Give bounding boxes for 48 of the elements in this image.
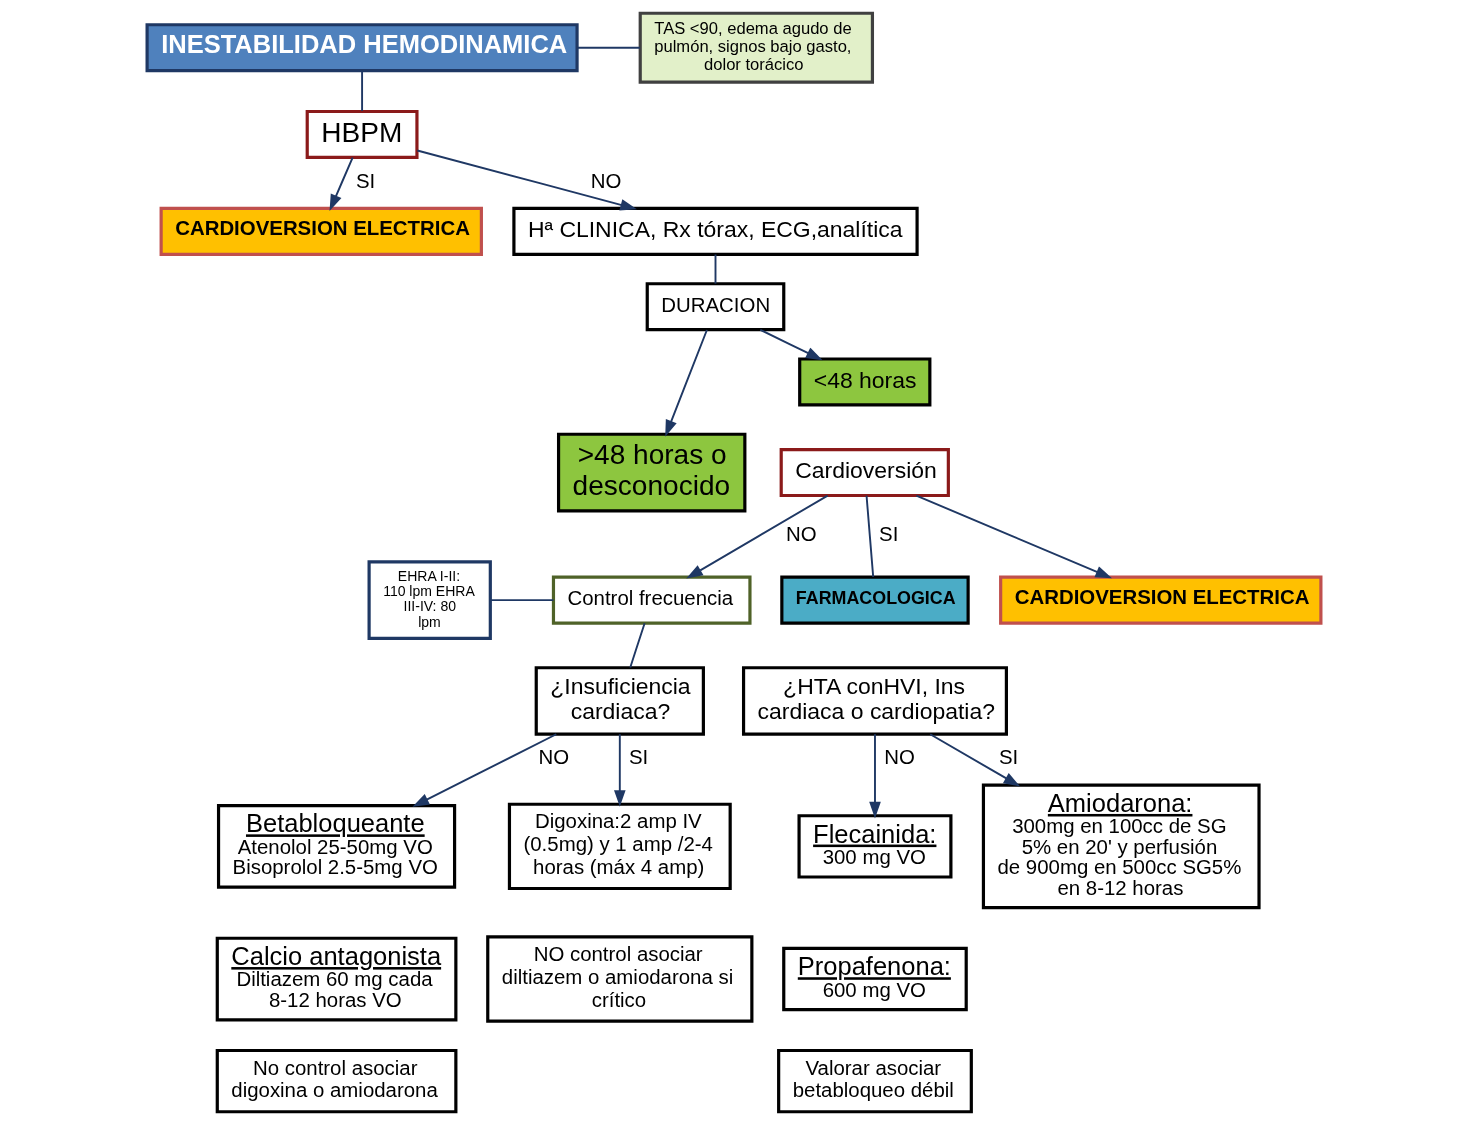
node-box: Control frecuencia [551, 575, 752, 625]
connector [361, 70, 364, 112]
edge-label: NO [590, 169, 622, 192]
edge-label: NO [884, 746, 915, 769]
edge-label: SI [879, 523, 899, 546]
arrow [416, 149, 637, 211]
node-box: Cardioversión [779, 448, 950, 498]
node-box: ¿HTA conHVI, Ins cardiaca o cardiopatia? [741, 666, 1008, 736]
node-box: <48 horas [798, 357, 932, 407]
connector [865, 494, 875, 578]
node-box: Betabloqueante Atenolol 25-50mg VO Bisoprolol 2.5-5mg VO [216, 803, 457, 889]
node-box: Propafenona: 600 mg VO [782, 946, 968, 1012]
arrow [759, 328, 823, 361]
node-box: DURACION [645, 282, 786, 332]
node-box: No control asociar digoxina o amiodarona [215, 1048, 458, 1114]
connector [714, 253, 717, 285]
node-box: FARMACOLOGICA [780, 575, 970, 625]
node-box: TAS <90, edema agudo de pulmón, signos bajo gasto, dolor torácico [638, 11, 875, 84]
node-box: ¿Insuficiencia cardiaca? [534, 666, 705, 736]
arrow [869, 733, 881, 819]
arrow [412, 733, 558, 807]
node-box: Flecainida: 300 mg VO [797, 814, 953, 879]
arrow [915, 494, 1112, 579]
node-box: NO control asociar diltiazem o amiodarona si crítico [486, 935, 754, 1023]
arrow [929, 733, 1021, 787]
node-box: CARDIOVERSION ELECTRICA [999, 575, 1323, 625]
edge-label: NO [538, 746, 570, 769]
node-box: CARDIOVERSION ELECTRICA [159, 206, 483, 256]
edge-label: SI [355, 169, 376, 192]
node-box: Amiodarona: 300mg en 100cc de SG 5% en 20' y perfusión de 900mg en 500cc SG5% en 8-12 horas [981, 783, 1261, 910]
node-box: Digoxina:2 amp IV (0.5mg) y 1 amp /2-4 horas (máx 4 amp) [507, 802, 732, 891]
arrow [686, 494, 829, 579]
connector [576, 46, 641, 49]
node-box: Calcio antagonista Diltiazem 60 mg cada 8-12 horas VO [215, 936, 458, 1022]
edge-label: SI [999, 746, 1019, 769]
connector [629, 622, 646, 669]
arrow [665, 329, 708, 437]
arrow [614, 733, 626, 807]
node-box: Valorar asociar betabloqueo débil [777, 1048, 973, 1114]
edge-label: SI [629, 746, 649, 769]
node-box: >48 horas o desconocido [556, 432, 747, 513]
node-box: Hª CLINICA, Rx tórax, ECG,analítica [512, 206, 919, 256]
connector [489, 599, 555, 602]
node-box: EHRA I-II: 110 lpm EHRA III-IV: 80 lpm [367, 560, 492, 640]
node-box: HBPM [305, 109, 419, 159]
edge-label: NO [786, 523, 817, 546]
arrow [329, 156, 354, 211]
node-box: INESTABILIDAD HEMODINAMICA [145, 23, 579, 73]
